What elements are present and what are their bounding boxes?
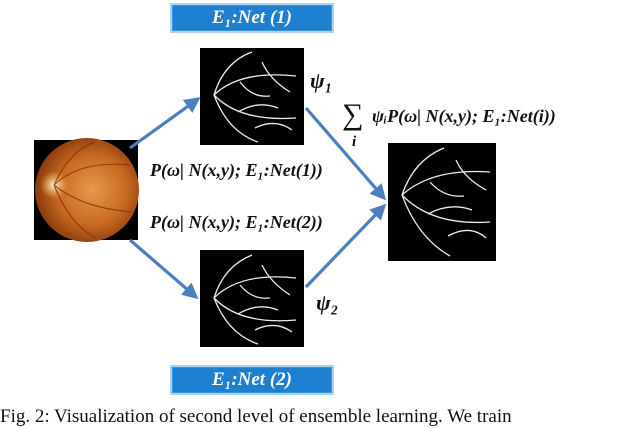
arrow-fundus-to-net2 <box>128 238 199 300</box>
arrow-fundus-to-net1 <box>129 97 201 150</box>
fundus-image <box>34 138 139 242</box>
figure-caption-text: Fig. 2: Visualization of second level of… <box>0 406 512 427</box>
sum-sign: ∑ <box>342 98 364 131</box>
weight-psi2-label: ψ₂ <box>316 290 339 315</box>
arrow-net1-to-ensemble <box>304 106 387 201</box>
arrow-net2-to-ensemble <box>304 203 387 289</box>
segmentation-net2 <box>200 250 304 347</box>
sum-index: i <box>352 134 357 150</box>
sum-term-label: ψᵢP(ω| N(x,y); E₁:Net(i)) <box>372 106 556 126</box>
net-box-bottom: E₁:Net (2) <box>170 365 334 395</box>
segmentation-net1 <box>200 48 304 145</box>
weight-psi1-label: ψ₁ <box>310 68 333 93</box>
flow-arrows <box>128 97 387 300</box>
net-box-top: E₁:Net (1) <box>170 3 334 33</box>
figure-caption: Fig. 2: Visualization of second level of… <box>0 406 640 428</box>
prob-net1-label: P(ω| N(x,y); E₁:Net(1)) <box>150 160 323 180</box>
net-box-bottom-label: E₁:Net (2) <box>212 369 292 390</box>
net-box-top-label: E₁:Net (1) <box>212 7 292 28</box>
prob-net2-label: P(ω| N(x,y); E₁:Net(2)) <box>150 212 323 232</box>
segmentation-ensemble <box>388 143 496 261</box>
